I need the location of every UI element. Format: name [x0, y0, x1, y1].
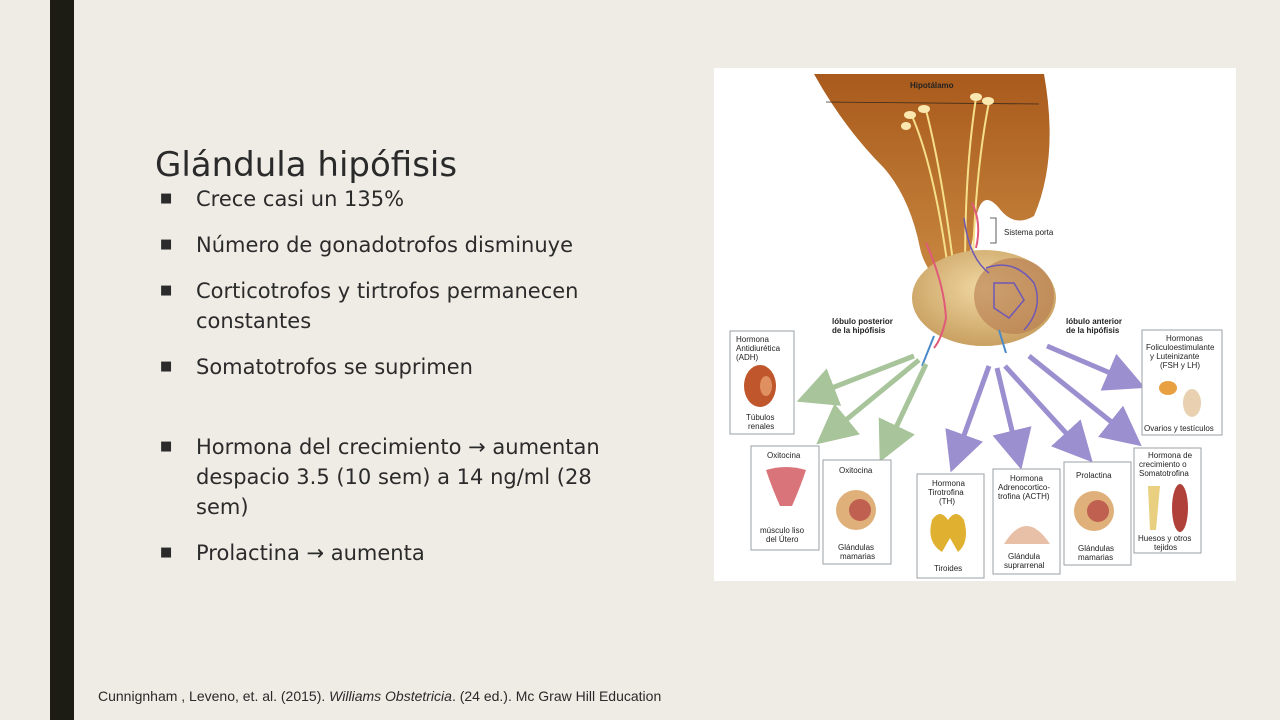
svg-text:Hormona: Hormona — [932, 479, 965, 488]
bullet-marker: ■ — [160, 237, 173, 252]
label-sistema-porta: Sistema porta — [1004, 228, 1054, 237]
muscle-icon — [1172, 484, 1188, 532]
slide-title: Glándula hipófisis — [155, 144, 458, 185]
svg-text:Hormona: Hormona — [736, 335, 769, 344]
svg-text:mamarias: mamarias — [1078, 553, 1113, 562]
svg-text:Glándula: Glándula — [1008, 552, 1041, 561]
bone-icon — [1148, 486, 1160, 530]
svg-text:Tirotrofina: Tirotrofina — [928, 488, 964, 497]
green-arrows — [796, 353, 929, 463]
citation: Cunnignham , Leveno, et. al. (2015). Wil… — [98, 688, 662, 704]
svg-text:Glándulas: Glándulas — [838, 543, 874, 552]
bullet-marker: ■ — [160, 283, 173, 298]
svg-text:renales: renales — [748, 422, 774, 431]
svg-text:Hormona: Hormona — [1010, 474, 1043, 483]
bullet-marker: ■ — [160, 545, 173, 560]
bullet-marker: ■ — [160, 359, 173, 374]
bullet-item: ■Hormona del crecimiento → aumentan desp… — [160, 432, 620, 522]
svg-text:Oxitocina: Oxitocina — [767, 451, 801, 460]
svg-text:Oxitocina: Oxitocina — [839, 466, 873, 475]
pituitary-diagram: Hipotálamo Sistema porta lóbulo posterio… — [714, 68, 1236, 581]
box-fsh-lh — [1141, 329, 1223, 436]
label-lobulo-posterior-1: lóbulo posterior — [832, 317, 893, 326]
purple-arrows — [945, 343, 1146, 473]
label-lobulo-anterior-2: de la hipófisis — [1066, 326, 1120, 335]
bullet-item: ■Somatotrofos se suprimen — [160, 352, 620, 382]
svg-text:(ADH): (ADH) — [736, 353, 759, 362]
ovary-icon — [1159, 381, 1177, 395]
bullet-marker: ■ — [160, 191, 173, 206]
bullet-item: ■Prolactina → aumenta — [160, 538, 620, 568]
box-acth — [992, 468, 1061, 575]
bullet-item: ■Número de gonadotrofos disminuye — [160, 230, 620, 260]
svg-text:crecimiento o: crecimiento o — [1139, 460, 1187, 469]
svg-text:trofina (ACTH): trofina (ACTH) — [998, 492, 1050, 501]
testicle-icon — [1183, 389, 1201, 417]
adrenal-icon — [1004, 526, 1050, 544]
svg-text:músculo liso: músculo liso — [760, 526, 805, 535]
svg-text:del Útero: del Útero — [766, 535, 799, 544]
svg-text:Hormona de: Hormona de — [1148, 451, 1193, 460]
svg-text:Huesos y otros: Huesos y otros — [1138, 534, 1191, 543]
svg-text:(FSH y LH): (FSH y LH) — [1160, 361, 1200, 370]
svg-text:Adrenocortico-: Adrenocortico- — [998, 483, 1050, 492]
svg-text:Glándulas: Glándulas — [1078, 544, 1114, 553]
svg-text:tejidos: tejidos — [1154, 543, 1177, 552]
uterus-icon — [766, 467, 806, 506]
thyroid-icon — [930, 514, 966, 552]
svg-text:(TH): (TH) — [939, 497, 955, 506]
svg-text:Túbulos: Túbulos — [746, 413, 774, 422]
svg-text:Hormonas: Hormonas — [1166, 334, 1203, 343]
svg-text:Tiroides: Tiroides — [934, 564, 962, 573]
box-gh — [1133, 447, 1202, 554]
svg-text:suprarrenal: suprarrenal — [1004, 561, 1045, 570]
bullet-item: ■Corticotrofos y tirtrofos permanecen co… — [160, 276, 620, 336]
svg-text:Ovarios y testículos: Ovarios y testículos — [1144, 424, 1214, 433]
svg-text:Somatotrofina: Somatotrofina — [1139, 469, 1189, 478]
svg-text:Antidiurética: Antidiurética — [736, 344, 781, 353]
label-hipotalamo: Hipotálamo — [910, 81, 954, 90]
left-accent-bar — [50, 0, 74, 720]
label-lobulo-anterior-1: lóbulo anterior — [1066, 317, 1122, 326]
svg-text:Foliculoestimulante: Foliculoestimulante — [1146, 343, 1215, 352]
bullet-item: ■Crece casi un 135% — [160, 184, 620, 214]
label-lobulo-posterior-2: de la hipófisis — [832, 326, 886, 335]
svg-text:y Luteinizante: y Luteinizante — [1150, 352, 1200, 361]
svg-text:Prolactina: Prolactina — [1076, 471, 1112, 480]
svg-text:mamarias: mamarias — [840, 552, 875, 561]
bullet-marker: ■ — [160, 439, 173, 454]
bullet-list: ■Crece casi un 135% ■Número de gonadotro… — [160, 184, 620, 584]
